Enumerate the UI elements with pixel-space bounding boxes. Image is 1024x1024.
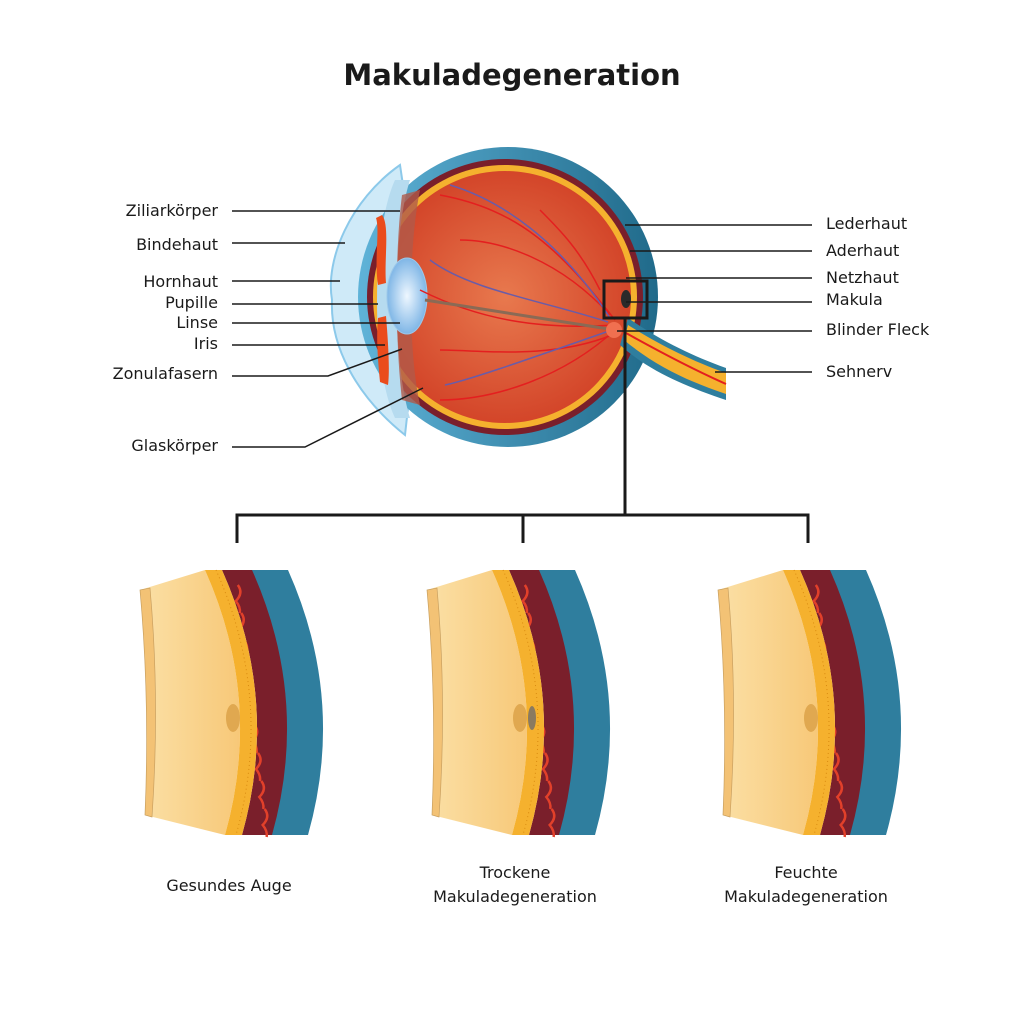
retina-layer [205, 570, 258, 835]
vessel [838, 808, 847, 838]
drusen [528, 706, 536, 730]
page-title: Makuladegeneration [343, 58, 681, 92]
label-hornhaut: Hornhaut [143, 272, 218, 291]
fovea [513, 704, 527, 732]
label-bindehaut: Bindehaut [136, 235, 218, 254]
label-glaskoerper: Glaskörper [131, 436, 218, 455]
vessel [260, 808, 269, 838]
vessel [521, 584, 529, 614]
retina-panel [718, 570, 819, 835]
vessel [812, 584, 820, 614]
caption-line: Gesundes Auge [166, 876, 292, 895]
label-zonulafasern: Zonulafasern [112, 364, 218, 383]
label-lederhaut: Lederhaut [826, 214, 908, 233]
vessel [254, 752, 262, 782]
label-blinder-fleck: Blinder Fleck [826, 320, 930, 339]
vessel [541, 752, 549, 782]
leader-lines [232, 210, 812, 448]
retina-panel [140, 570, 241, 835]
iris-lower [377, 316, 389, 385]
caption-line: Trockene [479, 863, 551, 882]
vessel [257, 780, 266, 810]
caption-line: Feuchte [774, 863, 838, 882]
section-healthy [139, 569, 324, 838]
label-makula: Makula [826, 290, 883, 309]
label-sehnerv: Sehnerv [826, 362, 893, 381]
choroid-layer [800, 570, 866, 835]
visual-axis [424, 298, 616, 332]
sclera-layer [537, 570, 611, 835]
fovea [226, 704, 240, 732]
caption-healthy: Gesundes Auge [99, 874, 359, 898]
label-aderhaut: Aderhaut [826, 241, 900, 260]
vessel [832, 752, 840, 782]
vessel [544, 780, 553, 810]
section-wet [717, 569, 902, 838]
retina-layer [783, 570, 836, 835]
label-linse: Linse [176, 313, 218, 332]
macula [621, 290, 631, 308]
retina-panel [427, 570, 528, 835]
section-dry [426, 569, 611, 838]
iris-upper [376, 215, 387, 285]
choroid-layer [509, 570, 575, 835]
connector-bracket [235, 318, 810, 543]
vitreous [379, 171, 631, 423]
vessel [234, 584, 242, 614]
sclera-layer [250, 570, 324, 835]
retina-layer [492, 570, 545, 835]
choroid-layer [222, 570, 288, 835]
label-iris: Iris [193, 334, 218, 353]
lens [386, 257, 428, 335]
sclera-layer [828, 570, 902, 835]
vessel [835, 780, 844, 810]
label-netzhaut: Netzhaut [826, 268, 899, 287]
neovascular-bulge [818, 700, 827, 738]
caption-line: Makuladegeneration [433, 887, 597, 906]
vessel [547, 808, 556, 838]
blind-spot [606, 322, 622, 338]
fovea [804, 704, 818, 732]
label-pupille: Pupille [165, 293, 218, 312]
label-ziliarkoerper: Ziliarkörper [125, 201, 218, 220]
caption-line: Makuladegeneration [724, 887, 888, 906]
